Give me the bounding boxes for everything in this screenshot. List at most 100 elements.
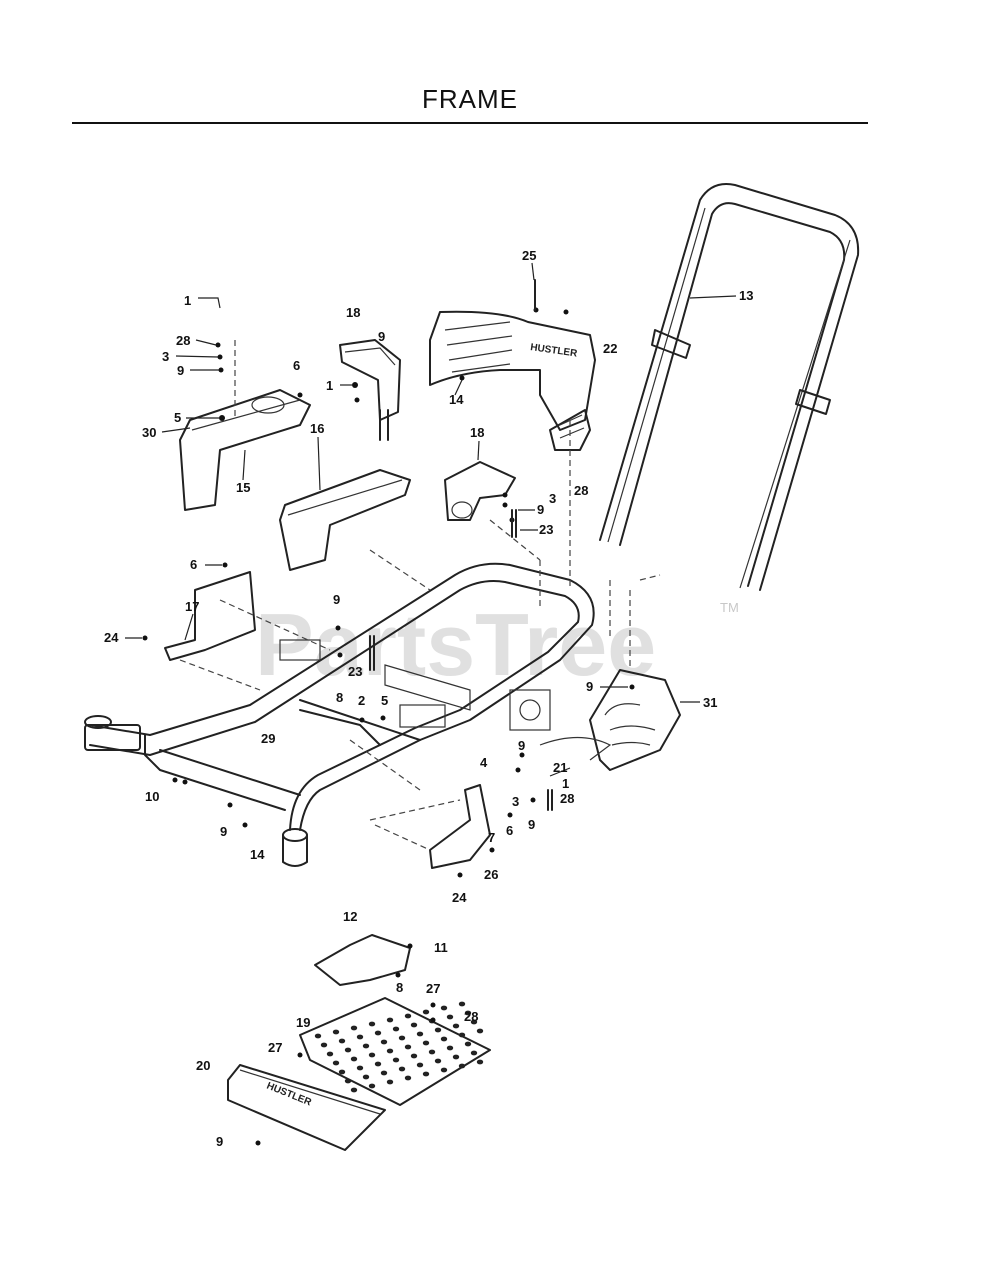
callout: 18 (346, 305, 360, 320)
floor-pan-hole (398, 1066, 406, 1072)
bracket-part-15 (179, 389, 311, 511)
callout: 17 (185, 599, 199, 614)
page-title: FRAME (422, 84, 518, 114)
callout: 27 (268, 1040, 282, 1055)
callout: 9 (537, 502, 544, 517)
callout: 20 (196, 1058, 210, 1073)
callout: 6 (293, 358, 300, 373)
floor-pan-hole (386, 1079, 394, 1085)
callout: 9 (216, 1134, 223, 1149)
floor-pan-hole (404, 1075, 412, 1081)
floor-pan-hole (410, 1053, 418, 1059)
bracket-part-16 (279, 469, 411, 571)
floor-pan-hole (470, 1019, 478, 1025)
callout: 9 (528, 817, 535, 832)
callout: 2 (358, 693, 365, 708)
floor-pan-hole (446, 1045, 454, 1051)
bracket-part-18-lower (444, 461, 516, 521)
floor-pan-hole (368, 1021, 376, 1027)
watermark-text: PartsTree (255, 595, 656, 694)
floor-pan-hole (476, 1028, 484, 1034)
floor-pan-hole (452, 1054, 460, 1060)
svg-text:HUSTLER: HUSTLER (530, 342, 579, 360)
floor-pan-hole (458, 1063, 466, 1069)
floor-pan-hole (422, 1009, 430, 1015)
callout: 26 (484, 867, 498, 882)
floor-pan-hole (368, 1083, 376, 1089)
floor-pan-hole (458, 1032, 466, 1038)
floor-pan-hole (476, 1059, 484, 1065)
callout: 7 (488, 830, 495, 845)
floor-pan-hole (350, 1056, 358, 1062)
callout: 3 (512, 794, 519, 809)
floor-pan-hole (422, 1071, 430, 1077)
floor-pan-hole (368, 1052, 376, 1058)
floor-pan-hole (404, 1013, 412, 1019)
assembly-guide-lines (179, 340, 661, 851)
callout: 6 (190, 557, 197, 572)
floor-pan-hole (416, 1062, 424, 1068)
floor-pan-hole (380, 1039, 388, 1045)
callout: 31 (703, 695, 717, 710)
floor-pan-hole (362, 1074, 370, 1080)
floor-pan-hole (398, 1035, 406, 1041)
callout: 23 (539, 522, 553, 537)
floor-pan-hole (452, 1023, 460, 1029)
callout: 9 (177, 363, 184, 378)
floor-pan-hole (458, 1001, 466, 1007)
callout-labels: 1 28 3 9 5 30 15 6 18 9 1 14 25 22 13 16… (104, 248, 753, 1149)
floor-pan-hole (422, 1040, 430, 1046)
floor-pan-hole (440, 1067, 448, 1073)
floor-pan-hole (446, 1014, 454, 1020)
callout: 28 (574, 483, 588, 498)
callout: 11 (434, 940, 448, 955)
pins-part-23 (369, 279, 553, 811)
callout: 1 (184, 293, 191, 308)
callout: 28 (464, 1009, 478, 1024)
step-part-26 (429, 784, 491, 869)
floor-pan-hole (338, 1038, 346, 1044)
floor-pan-hole (320, 1042, 328, 1048)
callout: 1 (562, 776, 569, 791)
callout: 6 (506, 823, 513, 838)
callout: 14 (250, 847, 265, 862)
callout: 9 (586, 679, 593, 694)
floor-pan-hole (464, 1041, 472, 1047)
floor-pan-hole (392, 1057, 400, 1063)
floor-pan-hole (350, 1025, 358, 1031)
body-panel-part-22: HUSTLER (429, 310, 596, 451)
floor-pan-hole (362, 1043, 370, 1049)
callout: 13 (739, 288, 753, 303)
callout: 29 (261, 731, 275, 746)
callout: 1 (326, 378, 333, 393)
callout: 27 (426, 981, 440, 996)
floor-pan-hole (332, 1029, 340, 1035)
floor-pan-hole (338, 1069, 346, 1075)
callout: 3 (162, 349, 169, 364)
callout: 9 (378, 329, 385, 344)
callout: 10 (145, 789, 159, 804)
bracket-part-18-upper (339, 339, 401, 421)
callout: 23 (348, 664, 362, 679)
floor-pan-hole (392, 1026, 400, 1032)
callout: 18 (470, 425, 484, 440)
callout: 16 (310, 421, 324, 436)
side-panel-part-31 (539, 669, 681, 771)
hardware-fasteners (142, 307, 635, 1146)
callout: 28 (176, 333, 190, 348)
callout: 24 (104, 630, 119, 645)
handle-part-13 (599, 183, 860, 591)
callout: 22 (603, 341, 617, 356)
side-panel-part-17 (164, 571, 256, 661)
floor-pan-hole (416, 1031, 424, 1037)
floor-pan-hole (434, 1058, 442, 1064)
watermark-trademark: TM (720, 600, 739, 615)
floor-pan-hole (344, 1078, 352, 1084)
floor-pan-hole (434, 1027, 442, 1033)
floor-pan-hole (374, 1030, 382, 1036)
plate-part-12 (314, 934, 411, 986)
callout: 4 (480, 755, 488, 770)
front-plate-part-20: HUSTLER (227, 1064, 386, 1151)
floor-pan-hole (332, 1060, 340, 1066)
